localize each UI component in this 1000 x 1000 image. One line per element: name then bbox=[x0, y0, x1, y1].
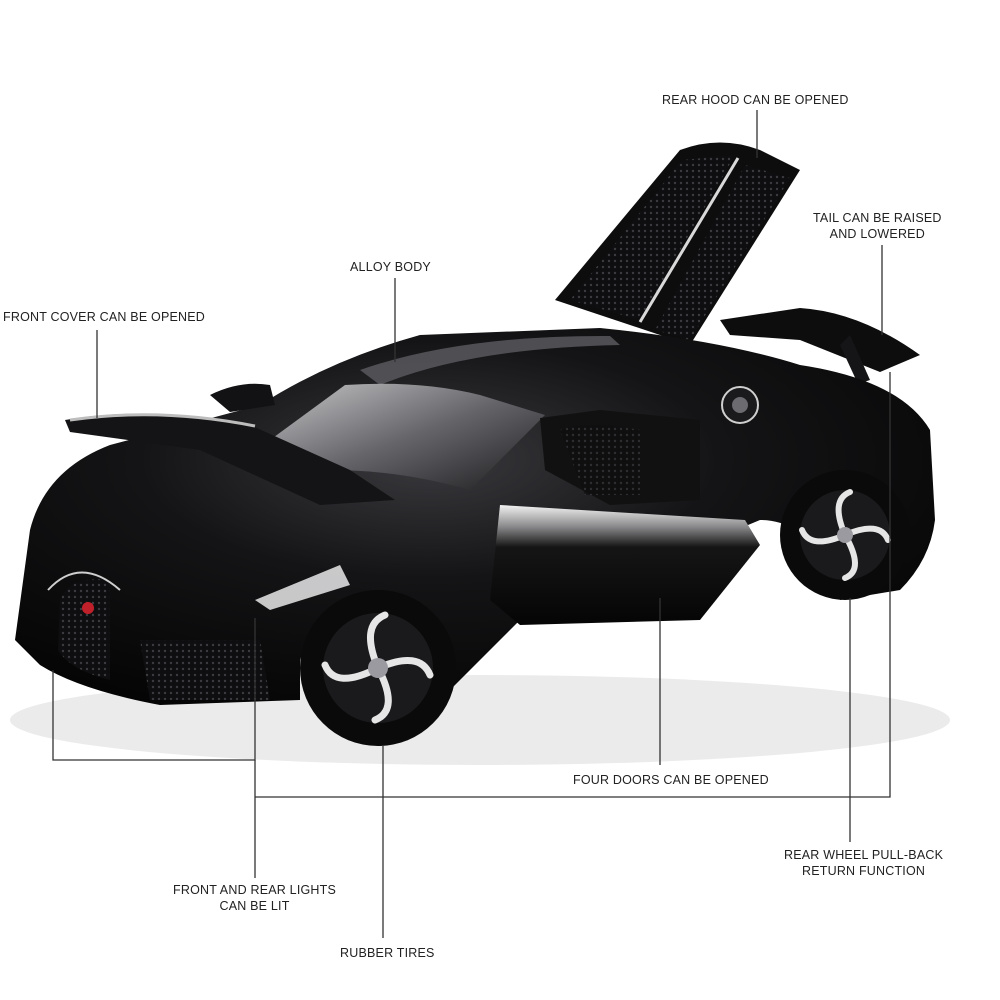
label-front-cover: FRONT COVER CAN BE OPENED bbox=[3, 309, 205, 325]
label-lights-line2: CAN BE LIT bbox=[219, 899, 290, 913]
front-wheel bbox=[300, 590, 456, 746]
label-pullback-line1: REAR WHEEL PULL-BACK bbox=[784, 848, 944, 862]
label-pullback-line2: RETURN FUNCTION bbox=[802, 864, 926, 878]
label-lights-line1: FRONT AND REAR LIGHTS bbox=[173, 883, 337, 897]
label-tail: TAIL CAN BE RAISED AND LOWERED bbox=[813, 210, 942, 242]
label-four-doors-text: FOUR DOORS CAN BE OPENED bbox=[573, 773, 769, 787]
label-pullback: REAR WHEEL PULL-BACK RETURN FUNCTION bbox=[784, 847, 943, 879]
label-lights: FRONT AND REAR LIGHTS CAN BE LIT bbox=[173, 882, 336, 914]
label-tail-line2: AND LOWERED bbox=[829, 227, 925, 241]
label-front-cover-text: FRONT COVER CAN BE OPENED bbox=[3, 310, 206, 324]
rear-hood bbox=[555, 142, 800, 345]
label-alloy-body: ALLOY BODY bbox=[350, 259, 431, 275]
front-cover bbox=[65, 413, 395, 505]
label-tail-line1: TAIL CAN BE RAISED bbox=[813, 211, 942, 225]
headlight bbox=[255, 565, 350, 610]
label-rubber-tires-text: RUBBER TIRES bbox=[340, 946, 435, 960]
label-rear-hood-text: REAR HOOD CAN BE OPENED bbox=[662, 93, 849, 107]
label-rubber-tires: RUBBER TIRES bbox=[340, 945, 435, 961]
front-grille bbox=[58, 579, 110, 680]
rear-wheel bbox=[780, 470, 910, 600]
label-four-doors: FOUR DOORS CAN BE OPENED bbox=[573, 772, 769, 788]
leader-lights bbox=[52, 618, 256, 761]
badge bbox=[82, 602, 94, 614]
label-rear-hood: REAR HOOD CAN BE OPENED bbox=[662, 92, 849, 108]
open-door bbox=[490, 505, 760, 625]
label-alloy-body-text: ALLOY BODY bbox=[350, 260, 431, 274]
side-mirror bbox=[210, 383, 275, 412]
rear-wing bbox=[720, 308, 920, 384]
leader-lines bbox=[52, 110, 891, 938]
car-body bbox=[15, 328, 935, 705]
windshield bbox=[270, 383, 545, 490]
